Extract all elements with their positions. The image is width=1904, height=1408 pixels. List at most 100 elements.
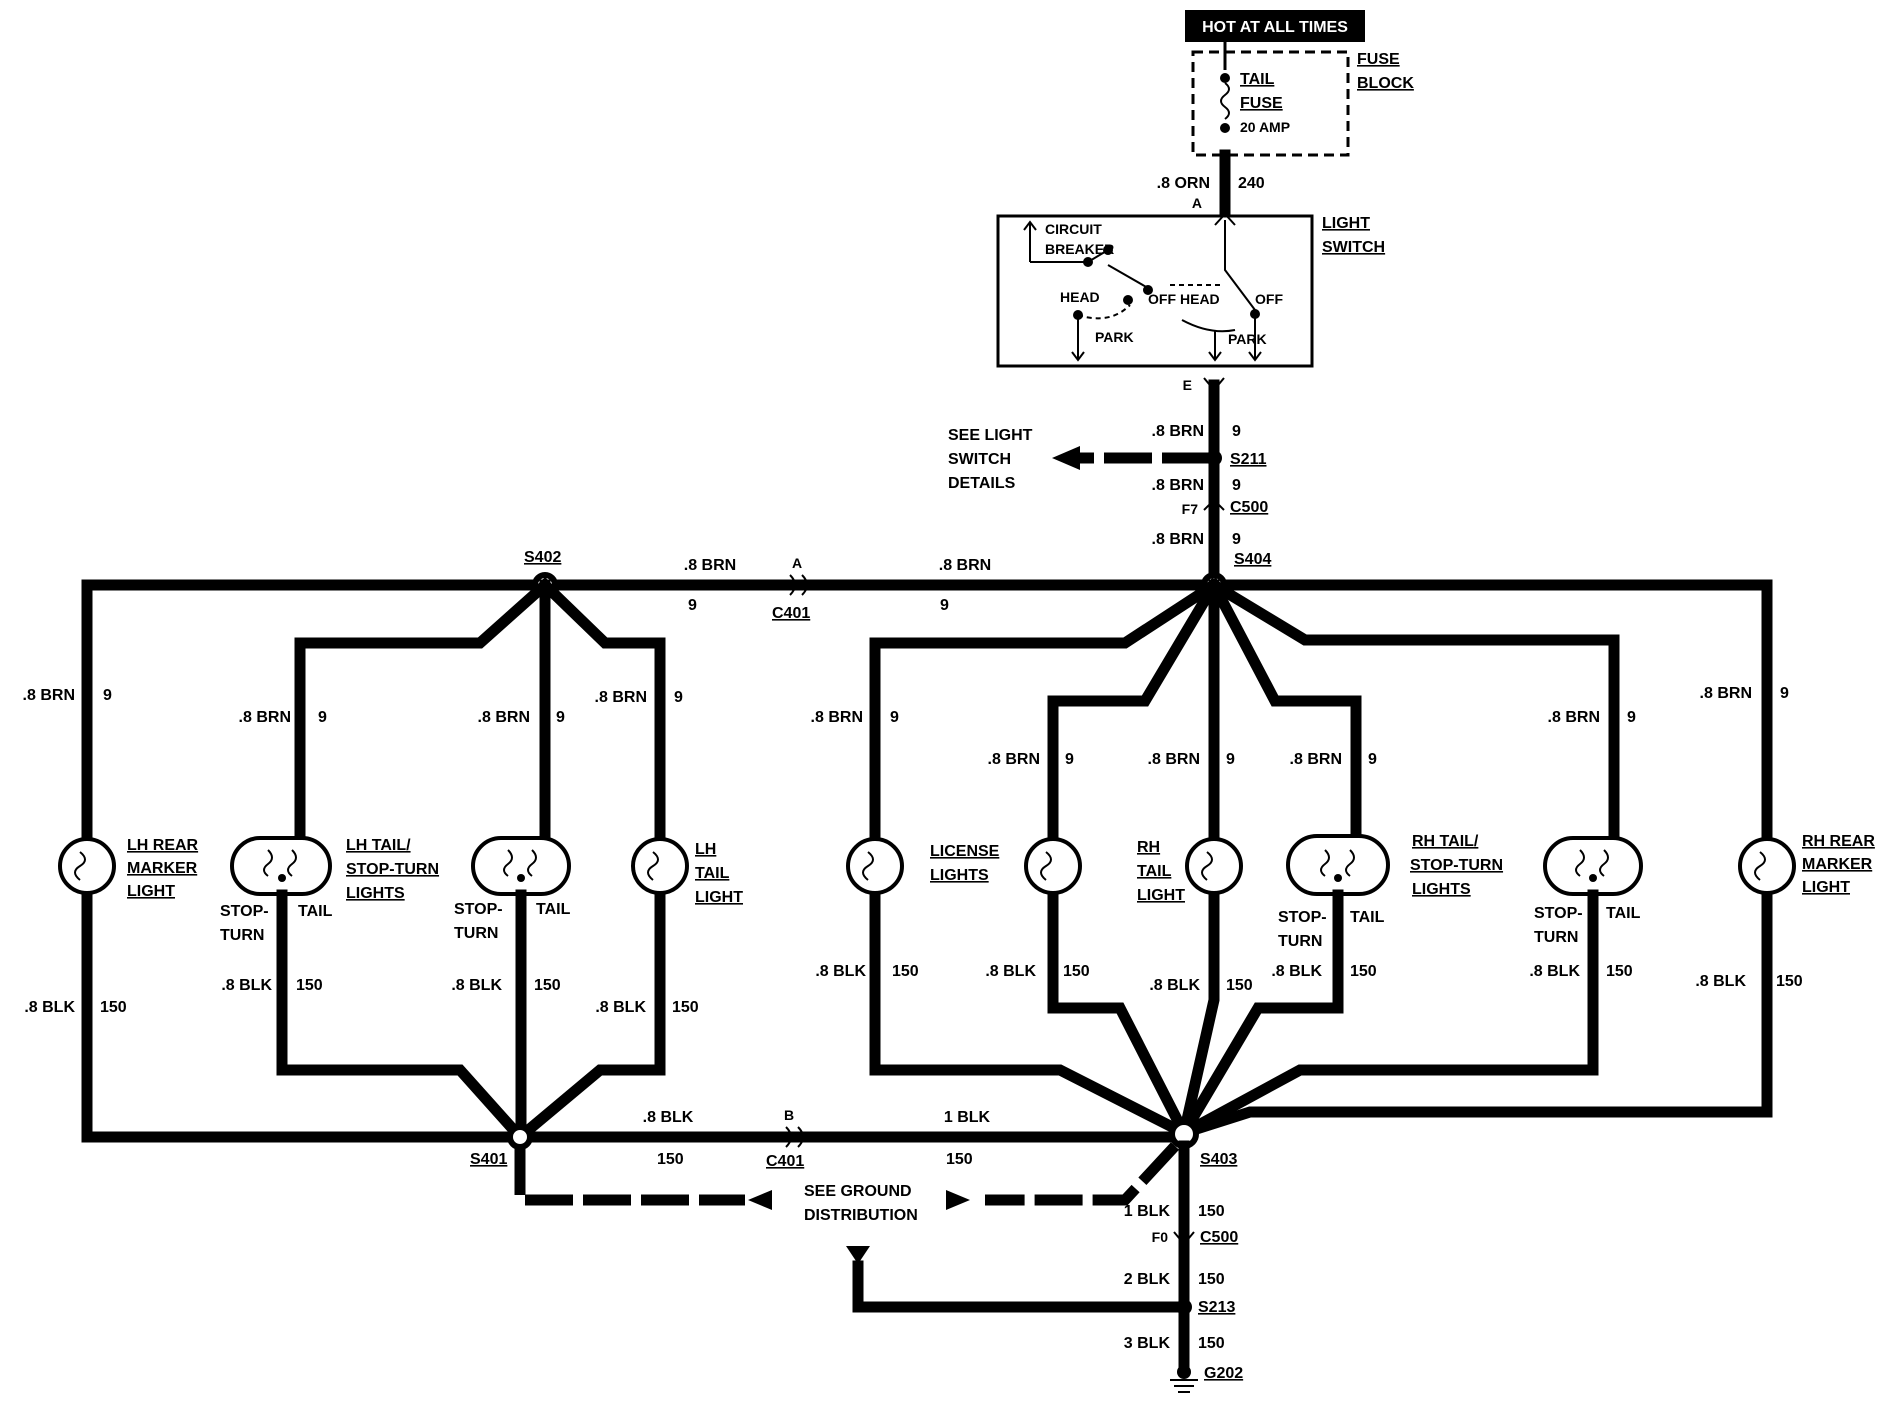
- bulb-icon: [58, 837, 116, 895]
- rh-marker-label-2: MARKER: [1802, 856, 1873, 873]
- brn-label-lh-tail-light: .8 BRN: [595, 689, 647, 706]
- splice-s401: [507, 1124, 533, 1150]
- blk-label-rh-tail-st: .8 BLK: [1271, 963, 1322, 980]
- see-ground-dist-1: SEE GROUND: [804, 1183, 912, 1200]
- connector-c500-bottom: C500: [1200, 1229, 1238, 1246]
- head-label-right: HEAD: [1180, 291, 1220, 307]
- dual-filament-icon: [503, 849, 537, 877]
- rh-rear-marker-lamp: [1738, 837, 1796, 895]
- bulb-icon: [1024, 837, 1082, 895]
- brn-circuit-rh-tail-light: 9: [1226, 751, 1235, 768]
- brn-circuit-lh-tail-2: 9: [556, 709, 565, 726]
- rh-tail-stop-turn-lamp-1: [1286, 834, 1390, 896]
- brn-circuit-lh-marker: 9: [103, 687, 112, 704]
- license-label-2: LIGHTS: [930, 867, 989, 884]
- splice-s403-label: S403: [1200, 1151, 1237, 1168]
- bus-top-brn-right-circuit: 9: [940, 597, 949, 614]
- cb-contact-1: [1083, 257, 1093, 267]
- switch-linkage-dashed: [1077, 284, 1220, 320]
- cb-contact-2: [1103, 245, 1113, 255]
- ground-g202-label: G202: [1204, 1365, 1243, 1382]
- ground-blk2-circuit: 150: [1198, 1271, 1225, 1288]
- dual-bulb-icon: [1543, 836, 1643, 896]
- brn-branch-labels: .8 BRN 9 .8 BRN 9 .8 BRN 9 .8 BRN 9 .8 B…: [23, 685, 1789, 768]
- switch-blade-left: [1107, 264, 1149, 289]
- connector-c401-pin-b: B: [784, 1107, 794, 1123]
- hot-at-all-times-label: HOT AT ALL TIMES: [1202, 19, 1348, 36]
- brn-label-rh-marker: .8 BRN: [1700, 685, 1752, 702]
- blk-circuit-lh-marker: 150: [100, 999, 127, 1016]
- wire-orn-circuit: 240: [1238, 175, 1265, 192]
- dual-filament-icon: [1575, 849, 1609, 877]
- bus-top-brn-left: .8 BRN: [684, 557, 736, 574]
- blk-label-rh-1: .8 BLK: [985, 963, 1036, 980]
- bus-top-brn-left-circuit: 9: [688, 597, 697, 614]
- wire-brn-lh-tail-stop-turn: [294, 577, 553, 841]
- bus-top-brn-right: .8 BRN: [939, 557, 991, 574]
- rh-tl-label-1: RH: [1137, 839, 1160, 856]
- wire-blk-rh-tail-2: [1176, 889, 1599, 1141]
- left-output-arrow-icon: [1071, 315, 1085, 362]
- blk-circuit-lh-tail-1: 150: [296, 977, 323, 994]
- wire-brn-rh-tail-1: [1047, 577, 1222, 841]
- brn-circuit-rh-1: 9: [1065, 751, 1074, 768]
- lh-marker-label-2: MARKER: [127, 860, 198, 877]
- wire-orn-label: .8 ORN: [1157, 175, 1210, 192]
- off-contact-left: [1143, 285, 1153, 295]
- dual-filament-icon: [263, 849, 297, 877]
- bulb-icon: [631, 837, 689, 895]
- blk-label-lh-marker: .8 BLK: [24, 999, 75, 1016]
- bus-bottom-blk-left: .8 BLK: [643, 1109, 694, 1126]
- rh-tl-label-2: TAIL: [1137, 863, 1172, 880]
- brn-label-rh-tail-st: .8 BRN: [1290, 751, 1342, 768]
- blk-circuit-rh-marker: 150: [1776, 973, 1803, 990]
- wire-s403-to-ground-dist: [985, 1142, 1180, 1206]
- wire-blk-lh-tail-light: [512, 891, 666, 1145]
- circuit-breaker-label-2: BREAKER: [1045, 241, 1114, 257]
- off-label-right: OFF: [1255, 291, 1283, 307]
- wire-brn-s211-up-circuit: 9: [1232, 423, 1241, 440]
- license-lamp: [846, 837, 904, 895]
- connector-c401-b-icon: [785, 1126, 804, 1148]
- fuse-name-1: TAIL: [1240, 71, 1275, 88]
- filament-icon: [647, 851, 659, 881]
- connector-c401-bottom: C401: [766, 1153, 804, 1170]
- brn-circuit-lh-tail-1: 9: [318, 709, 327, 726]
- filament-common-dot: [1334, 874, 1342, 882]
- switch-terminal-e: E: [1183, 377, 1192, 393]
- arrow-left-icon: [1052, 446, 1080, 470]
- see-light-switch-2: SWITCH: [948, 451, 1011, 468]
- rh-tl-label-3: LIGHT: [1137, 887, 1185, 904]
- filament-common-dot: [517, 874, 525, 882]
- splice-s401-label: S401: [470, 1151, 507, 1168]
- wire-blk-rh-1: [1047, 891, 1192, 1141]
- fuse-icon: [1220, 82, 1230, 120]
- dual-bulb-icon: [1286, 834, 1390, 896]
- park-label-right: PARK: [1228, 331, 1267, 347]
- pin-f7: F7: [1182, 501, 1199, 517]
- connector-c401-a-icon: [789, 574, 808, 596]
- connector-c500-f7-icon: [1203, 498, 1225, 511]
- lh1-turn-label: TURN: [220, 927, 264, 944]
- blk-circuit-lh-tail-2: 150: [534, 977, 561, 994]
- bus-bottom-blk-right: 1 BLK: [944, 1109, 991, 1126]
- splice-s404-label: S404: [1234, 551, 1271, 568]
- brn-circuit-rh-tail-st: 9: [1368, 751, 1377, 768]
- dual-bulb-icon: [230, 836, 332, 896]
- bus-bottom-blk-right-circuit: 150: [946, 1151, 973, 1168]
- wire-brn-c500-label: .8 BRN: [1152, 477, 1204, 494]
- wire-blk-rh-marker: [1177, 891, 1773, 1140]
- splice-s211-label: S211: [1230, 451, 1267, 468]
- switch-blade-right: [1181, 319, 1236, 333]
- see-light-switch-3: DETAILS: [948, 475, 1016, 492]
- filament-icon: [74, 851, 86, 881]
- rh2-tail-label: TAIL: [1606, 905, 1641, 922]
- rh2-stop-label: STOP-: [1534, 905, 1583, 922]
- switch-terminal-a: A: [1192, 195, 1202, 211]
- fuse-terminal-bottom: [1220, 123, 1230, 133]
- bulb-icon: [1185, 837, 1243, 895]
- connector-c500-top: C500: [1230, 499, 1268, 516]
- lh-tl-label-3: LIGHT: [695, 889, 743, 906]
- ground-terminal: [1177, 1365, 1191, 1379]
